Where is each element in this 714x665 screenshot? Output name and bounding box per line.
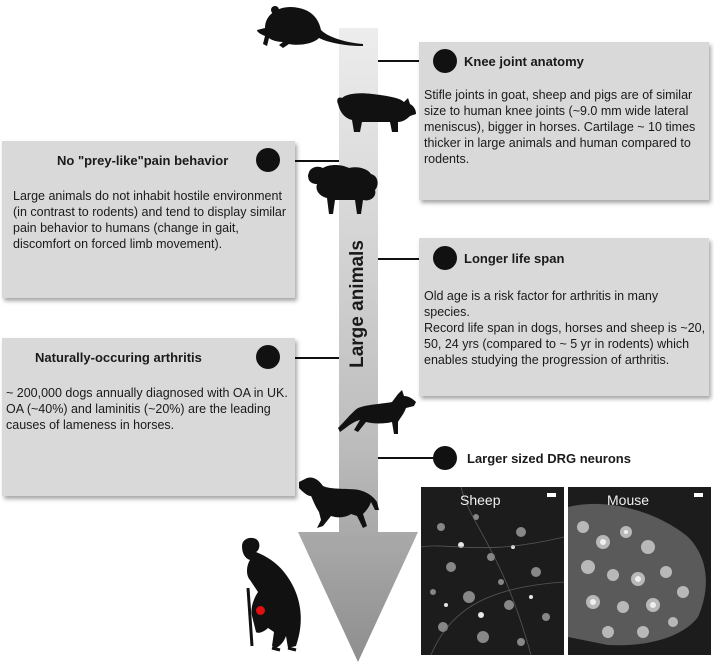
prey-pain-box <box>2 141 295 298</box>
horse-icon <box>299 477 379 528</box>
knee-anatomy-bullet <box>433 49 457 73</box>
life-span-box <box>419 238 709 396</box>
sheep-drg-micrograph <box>421 487 564 655</box>
knee-anatomy-title: Knee joint anatomy <box>464 54 584 69</box>
mouse-scale-bar <box>694 493 703 497</box>
drg-bullet <box>433 446 457 470</box>
life-span-bullet <box>433 246 457 270</box>
prey-pain-title: No "prey-like"pain behavior <box>57 153 229 168</box>
connector-knee <box>378 60 436 62</box>
sheep-scale-bar <box>547 493 556 497</box>
connector-lifespan <box>378 258 436 260</box>
connector-drg <box>378 457 436 459</box>
prey-pain-bullet <box>256 148 280 172</box>
arthritis-body: ~ 200,000 dogs annually diagnosed with O… <box>6 386 288 432</box>
prey-pain-body: Large animals do not inhabit hostile env… <box>13 189 287 251</box>
life-span-body-1: Old age is a risk factor for arthritis i… <box>424 289 659 319</box>
drg-title: Larger sized DRG neurons <box>467 451 631 466</box>
life-span-title: Longer life span <box>464 251 565 266</box>
mouse-drg-micrograph <box>568 487 711 655</box>
elderly-person-icon <box>242 537 301 652</box>
knee-anatomy-body: Stifle joints in goat, sheep and pigs ar… <box>424 88 696 166</box>
rat-icon <box>257 6 363 48</box>
sheep-icon <box>308 165 378 214</box>
sheep-label: Sheep <box>460 492 501 508</box>
knee-joint-marker <box>256 606 265 615</box>
dog-icon <box>338 390 416 434</box>
arthritis-bullet <box>256 345 280 369</box>
life-span-body-2: Record life span in dogs, horses and she… <box>424 321 706 367</box>
pig-icon <box>337 93 416 132</box>
arthritis-box <box>2 338 295 496</box>
mouse-label: Mouse <box>607 492 650 508</box>
connector-prey <box>268 160 339 162</box>
knee-anatomy-box <box>419 42 709 200</box>
connector-arthritis <box>268 357 339 359</box>
arthritis-title: Naturally-occuring arthritis <box>35 350 202 365</box>
